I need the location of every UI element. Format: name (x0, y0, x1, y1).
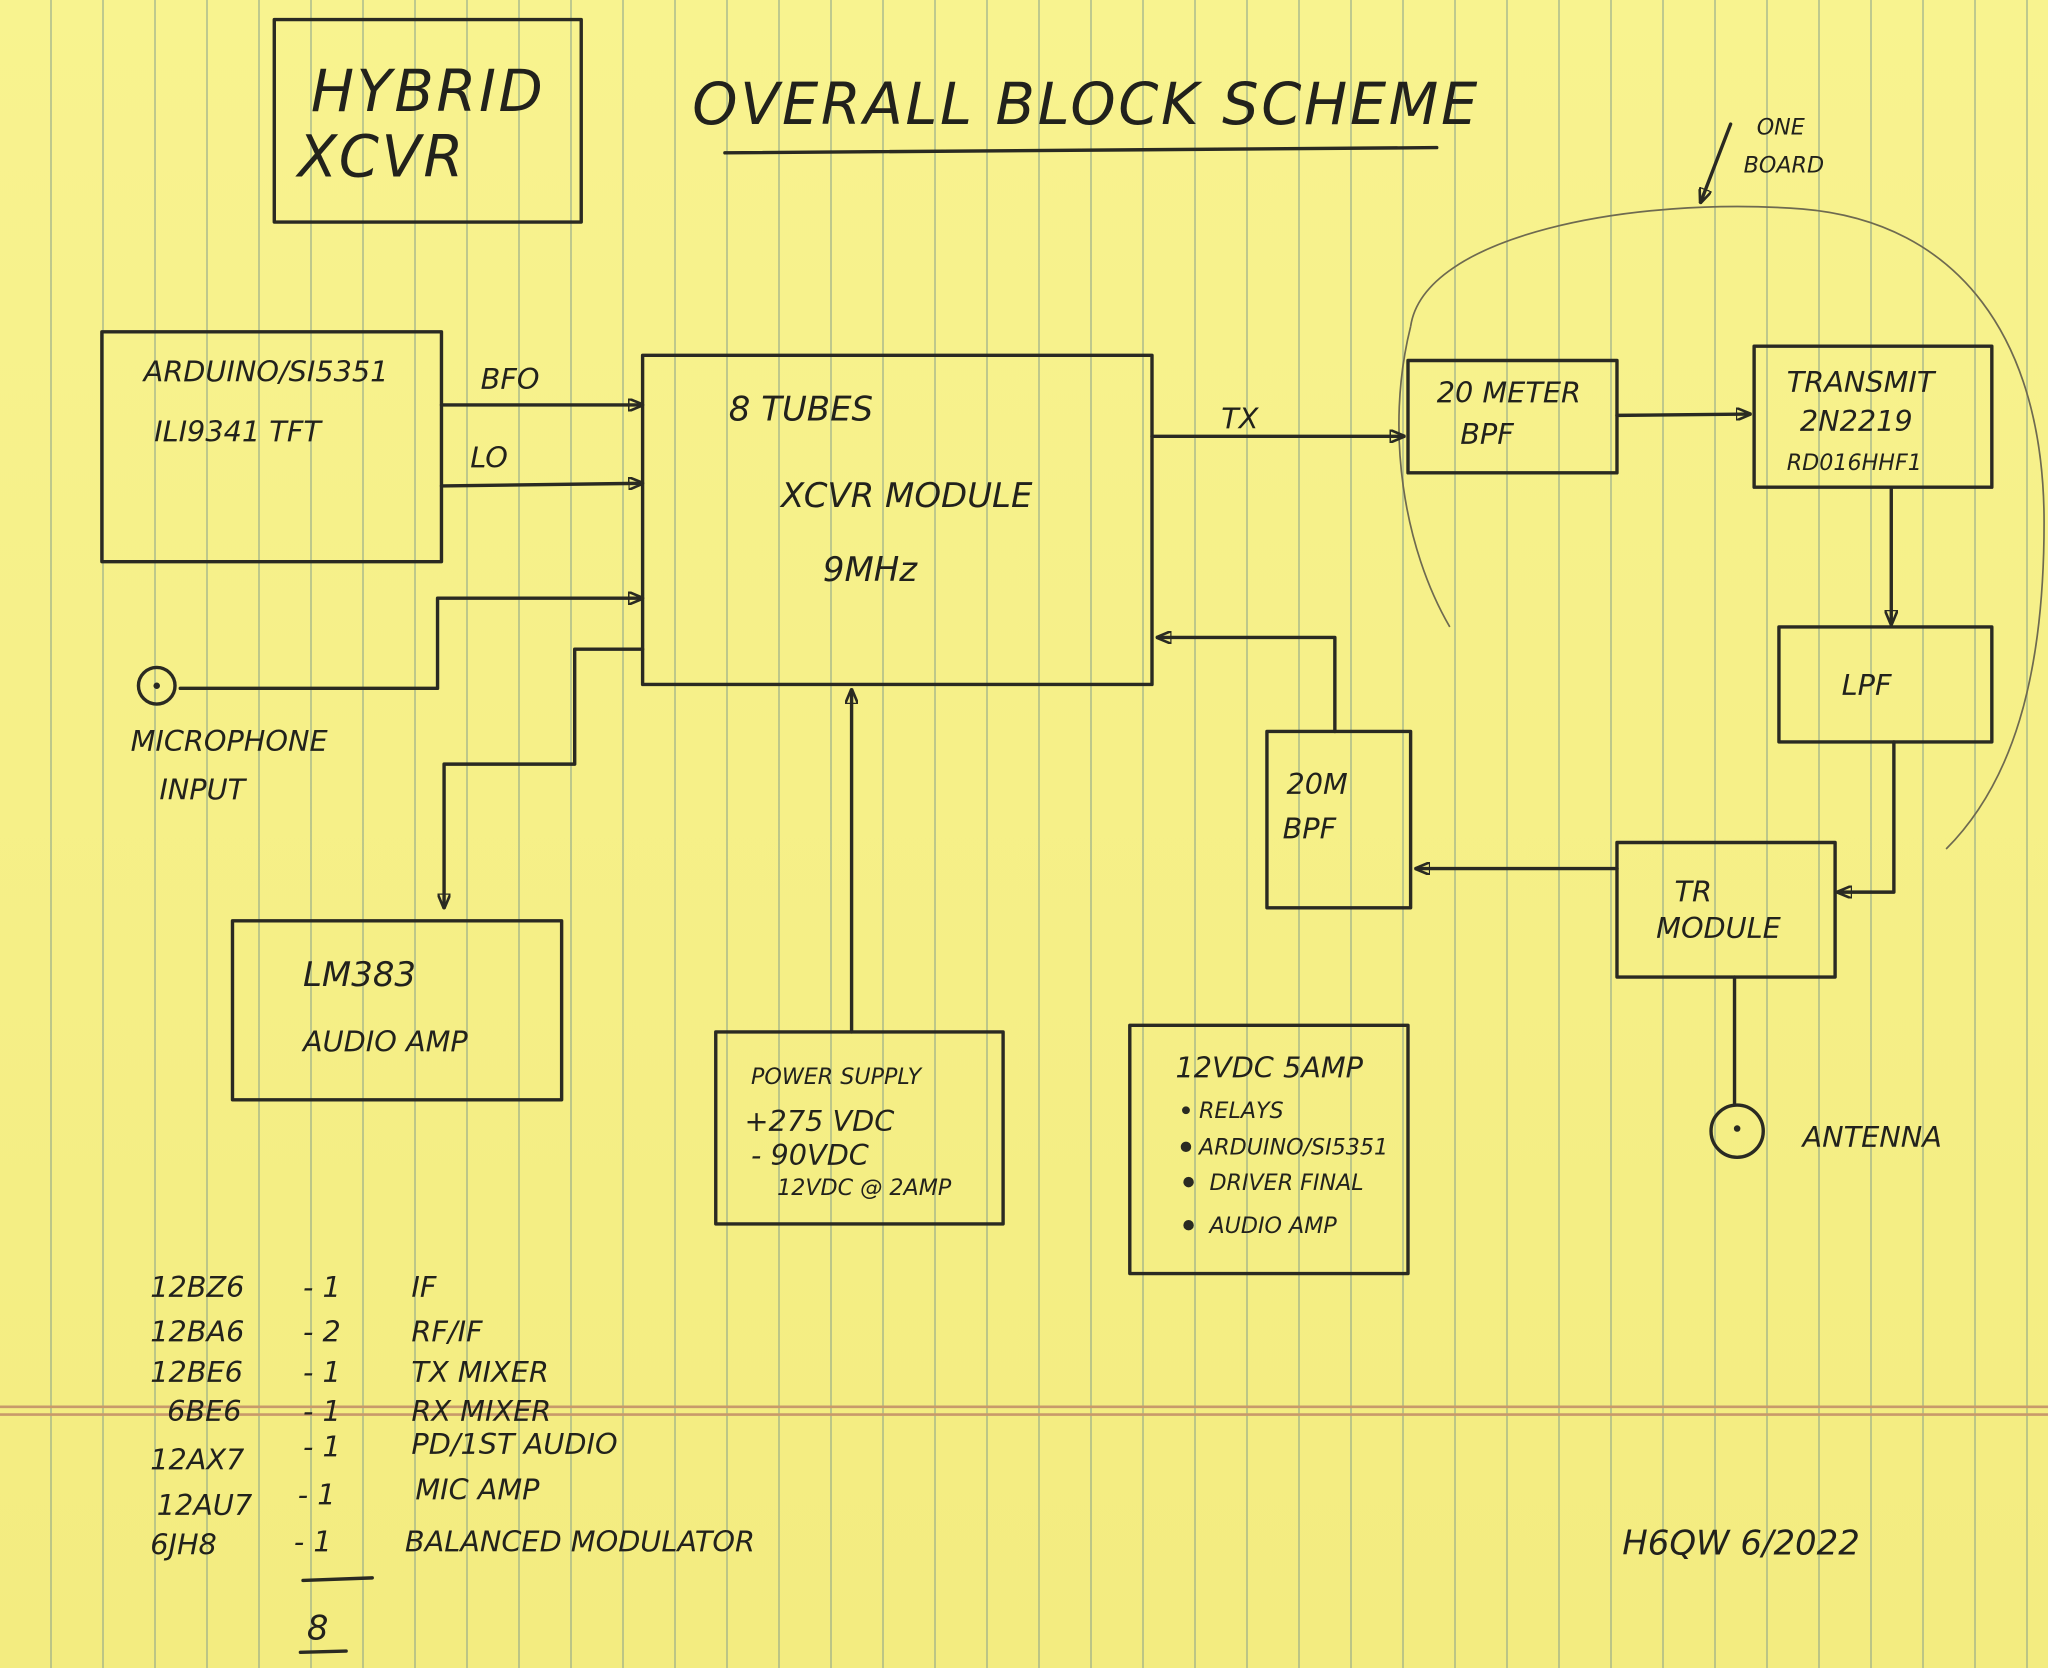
tube-cell: - 1 (303, 1394, 341, 1428)
tube-cell: 12AU7 (157, 1488, 252, 1522)
tube-row: 6BE6 - 1 RX MIXER (167, 1394, 551, 1428)
transmit-block: TRANSMIT 2N2219 RD016HHF1 (1752, 344, 1994, 489)
sum-line (301, 1576, 374, 1583)
filament-voltage: 12VDC @ 2AMP (777, 1175, 952, 1201)
microphone-jack-icon (136, 665, 177, 706)
power-supply-label: POWER SUPPLY (751, 1064, 923, 1090)
tr-label: TR (1674, 874, 1711, 908)
tube-cell: RF/IF (411, 1314, 483, 1348)
mic-arrow (178, 598, 645, 691)
audio-out-arrow (444, 647, 645, 910)
tube-row: 12BZ6 - 1 IF (150, 1270, 437, 1304)
rx-bpf-label-2: BPF (1283, 812, 1337, 846)
tube-cell: - 1 (303, 1429, 341, 1463)
title-line-2: XCVR (295, 123, 466, 190)
total-underline (298, 1649, 348, 1655)
xcvr-module-label: XCVR MODULE (779, 476, 1033, 516)
bpf-to-transmit-arrow (1615, 414, 1752, 415)
lpf-label: LPF (1842, 668, 1892, 702)
xcvr-module-block: 8 TUBES XCVR MODULE 9MHz (640, 353, 1154, 687)
title-line-1: HYBRID (311, 58, 546, 125)
transmit-label: TRANSMIT (1787, 365, 1937, 399)
audio-amp-block: LM383 AUDIO AMP (230, 919, 564, 1102)
diagram-heading: OVERALL BLOCK SCHEME (692, 71, 1480, 138)
tube-row: 12BE6 - 1 TX MIXER (150, 1355, 549, 1389)
tube-count-label: 8 TUBES (729, 390, 873, 430)
list-item: RELAYS (1199, 1098, 1284, 1124)
rx-bpf-block: 20M BPF (1265, 729, 1413, 910)
rx-bpf-label-1: 20M (1287, 767, 1348, 801)
lo-label: LO (470, 441, 508, 475)
tx-bpf-label-1: 20 METER (1437, 375, 1581, 409)
supply-12v-list: RELAYS ARDUINO/SI5351 DRIVER FINAL AUDIO… (1180, 1098, 1388, 1239)
tube-cell: MIC AMP (415, 1473, 540, 1507)
tube-cell: - 1 (298, 1478, 336, 1512)
tube-row: 12BA6 - 2 RF/IF (150, 1314, 483, 1348)
tube-row: 12AX7 - 1 PD/1ST AUDIO (150, 1427, 617, 1477)
microphone-input-label: INPUT (159, 772, 247, 806)
tx-bpf-label-2: BPF (1460, 417, 1514, 451)
antenna-connector-icon (1709, 1103, 1765, 1159)
tube-cell: 6BE6 (167, 1394, 241, 1428)
tube-cell: BALANCED MODULATOR (405, 1525, 755, 1559)
rx-bpf-to-xcvr-arrow (1155, 637, 1337, 734)
heading-underline (723, 145, 1439, 155)
supply-12v-label: 12VDC 5AMP (1176, 1051, 1364, 1085)
author-signature: H6QW 6/2022 (1622, 1523, 1860, 1563)
tube-cell: - 1 (303, 1270, 341, 1304)
tube-cell: 12BA6 (150, 1314, 244, 1348)
final-transistor-label: RD016HHF1 (1787, 450, 1922, 476)
one-board-arrow (1701, 122, 1733, 202)
tube-list: 12BZ6 - 1 IF 12BA6 - 2 RF/IF 12BE6 - 1 TX MIXE… (150, 1270, 755, 1655)
tube-cell: PD/1ST AUDIO (411, 1427, 617, 1461)
b-plus-voltage: +275 VDC (744, 1104, 894, 1138)
bfo-label: BFO (481, 362, 540, 396)
tube-cell: 12AX7 (150, 1442, 244, 1476)
tube-cell: - 1 (294, 1525, 332, 1559)
microphone-label: MICROPHONE (131, 724, 329, 758)
tube-cell: - 2 (303, 1314, 341, 1348)
title-box: HYBRID XCVR (272, 17, 583, 224)
lo-arrow (439, 483, 645, 486)
tube-row: 12AU7 - 1 MIC AMP (157, 1473, 540, 1523)
lm383-label: LM383 (303, 955, 416, 995)
arduino-block: ARDUINO/SI5351 ILI9341 TFT (100, 330, 444, 564)
tube-cell: TX MIXER (411, 1355, 548, 1389)
tube-cell: 12BZ6 (150, 1270, 244, 1304)
one-board-boundary (1398, 205, 2045, 850)
tr-module-label: MODULE (1656, 911, 1782, 945)
tube-total: 8 (307, 1608, 329, 1648)
power-supply-block: POWER SUPPLY +275 VDC - 90VDC 12VDC @ 2A… (714, 1030, 1005, 1226)
arduino-label: ARDUINO/SI5351 (142, 354, 389, 388)
one-board-label-1: ONE (1757, 115, 1805, 141)
tube-row: 6JH8 - 1 BALANCED MODULATOR (150, 1525, 755, 1562)
tube-cell: RX MIXER (411, 1394, 551, 1428)
tube-cell: 6JH8 (150, 1527, 217, 1561)
lpf-to-tr-arrow (1836, 740, 1896, 892)
tx-label: TX (1221, 401, 1260, 435)
one-board-label-2: BOARD (1744, 152, 1824, 178)
tr-module-block: TR MODULE (1615, 840, 1837, 979)
list-item: AUDIO AMP (1207, 1213, 1337, 1239)
bias-voltage: - 90VDC (751, 1138, 869, 1172)
tx-bpf-block: 20 METER BPF (1406, 358, 1619, 475)
list-item: DRIVER FINAL (1209, 1170, 1363, 1196)
if-frequency-label: 9MHz (823, 550, 918, 590)
tube-cell: - 1 (303, 1355, 341, 1389)
antenna-label: ANTENNA (1800, 1120, 1941, 1154)
driver-transistor-label: 2N2219 (1800, 404, 1913, 438)
list-item: ARDUINO/SI5351 (1197, 1135, 1388, 1161)
display-label: ILI9341 TFT (154, 414, 323, 448)
lpf-block: LPF (1777, 625, 1994, 744)
tube-cell: IF (411, 1270, 436, 1304)
supply-12v-block: 12VDC 5AMP RELAYS ARDUINO/SI5351 DRIVER … (1128, 1023, 1410, 1276)
audio-amp-label: AUDIO AMP (301, 1024, 468, 1058)
tube-cell: 12BE6 (150, 1355, 243, 1389)
